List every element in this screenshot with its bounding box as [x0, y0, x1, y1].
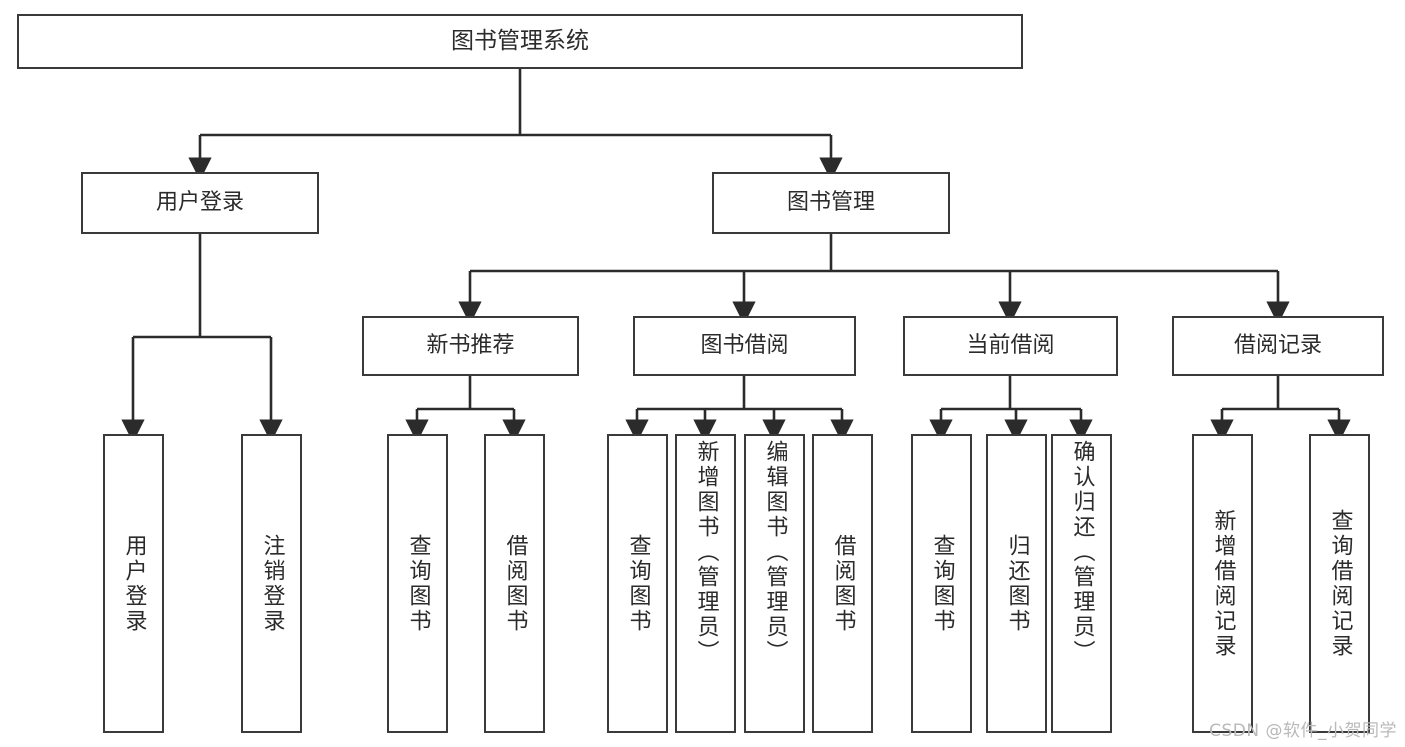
node-leaf-user-login-label: 用户登录 — [121, 533, 147, 634]
node-new-book-rec-label: 新书推荐 — [426, 333, 515, 359]
node-leaf-query-book-3[interactable]: 查询图书 — [911, 434, 972, 733]
node-leaf-query-book-1-label: 查询图书 — [405, 533, 431, 634]
node-book-manage-label: 图书管理 — [786, 190, 875, 216]
node-user-login-label: 用户登录 — [155, 190, 244, 216]
node-borrow-record-label: 借阅记录 — [1233, 333, 1322, 359]
node-leaf-borrow-book-1[interactable]: 借阅图书 — [484, 434, 545, 733]
node-user-login[interactable]: 用户登录 — [81, 172, 319, 234]
node-root[interactable]: 图书管理系统 — [17, 14, 1023, 69]
node-borrow-record[interactable]: 借阅记录 — [1172, 316, 1384, 376]
node-new-book-rec[interactable]: 新书推荐 — [362, 316, 579, 376]
node-leaf-add-book-admin[interactable]: 新增图书（管理员） — [675, 434, 736, 733]
node-leaf-borrow-book-1-label: 借阅图书 — [502, 533, 528, 634]
watermark: CSDN @软件_小贺同学 — [1209, 721, 1397, 741]
node-root-label: 图书管理系统 — [451, 28, 589, 55]
node-leaf-edit-book-admin[interactable]: 编辑图书（管理员） — [744, 434, 805, 733]
node-leaf-query-book-1[interactable]: 查询图书 — [387, 434, 448, 733]
node-leaf-add-book-admin-label: 新增图书（管理员） — [693, 440, 719, 665]
node-leaf-query-book-3-label: 查询图书 — [929, 533, 955, 634]
node-book-manage[interactable]: 图书管理 — [712, 172, 950, 234]
node-leaf-confirm-return-admin-label: 确认归还（管理员） — [1069, 440, 1095, 665]
node-leaf-edit-book-admin-label: 编辑图书（管理员） — [762, 440, 788, 665]
node-leaf-add-borrow-record[interactable]: 新增借阅记录 — [1192, 434, 1253, 733]
node-leaf-borrow-book-2-label: 借阅图书 — [830, 533, 856, 634]
node-leaf-query-borrow-record-label: 查询借阅记录 — [1327, 508, 1353, 659]
node-leaf-user-login[interactable]: 用户登录 — [103, 434, 164, 733]
node-leaf-user-logout-label: 注销登录 — [259, 533, 285, 634]
node-leaf-confirm-return-admin[interactable]: 确认归还（管理员） — [1051, 434, 1112, 733]
node-leaf-query-borrow-record[interactable]: 查询借阅记录 — [1309, 434, 1370, 733]
node-leaf-query-book-2-label: 查询图书 — [625, 533, 651, 634]
node-leaf-add-borrow-record-label: 新增借阅记录 — [1210, 508, 1236, 659]
node-book-borrow[interactable]: 图书借阅 — [633, 316, 856, 376]
node-leaf-query-book-2[interactable]: 查询图书 — [607, 434, 668, 733]
node-current-borrow[interactable]: 当前借阅 — [903, 316, 1118, 376]
node-book-borrow-label: 图书借阅 — [700, 333, 789, 359]
node-leaf-borrow-book-2[interactable]: 借阅图书 — [812, 434, 873, 733]
node-current-borrow-label: 当前借阅 — [966, 333, 1055, 359]
node-leaf-user-logout[interactable]: 注销登录 — [241, 434, 302, 733]
node-leaf-return-book-label: 归还图书 — [1004, 533, 1030, 634]
node-leaf-return-book[interactable]: 归还图书 — [986, 434, 1047, 733]
